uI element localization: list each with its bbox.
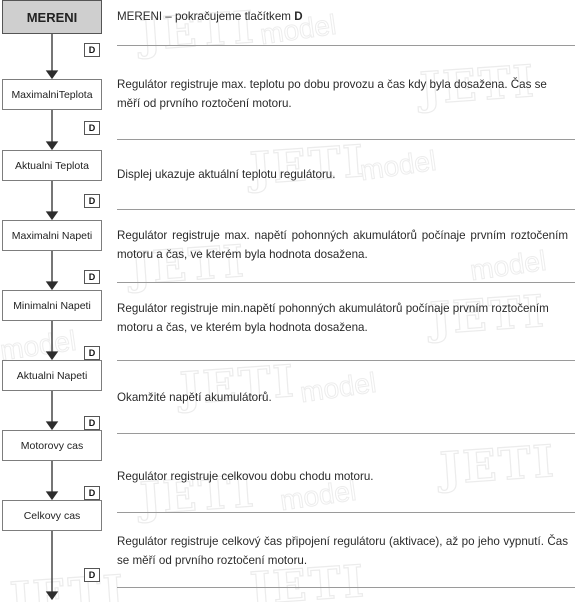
node-label: Minimalni Napeti [13, 299, 91, 312]
d-key-label: D [88, 196, 96, 206]
d-key-icon: D [84, 486, 100, 500]
flow-connector-lines [45, 34, 59, 601]
divider [117, 139, 575, 140]
divider [117, 433, 575, 434]
menu-node-min-napeti: Minimalni Napeti [2, 290, 102, 321]
d-key-label: D [88, 348, 96, 358]
step-description: Regulátor registruje max. teplotu po dob… [117, 75, 568, 113]
node-label: Celkovy cas [23, 509, 81, 522]
description-text: Okamžité napětí akumulátorů. [117, 391, 272, 404]
d-key-label: D [88, 45, 96, 55]
d-key-icon: D [84, 270, 100, 284]
description-text: Regulátor registruje max. napětí pohonný… [117, 229, 568, 261]
d-key-icon: D [84, 43, 100, 57]
d-key-label: D [88, 570, 96, 580]
d-key-label: D [88, 123, 96, 133]
description-text: Regulátor registruje celkovou dobu chodu… [117, 470, 374, 483]
node-label: MaximalniTeplota [11, 88, 93, 101]
description-text: Displej ukazuje aktuální teplotu regulát… [117, 168, 336, 181]
menu-node-celkovy-cas: Celkovy cas [2, 500, 102, 531]
step-description: Regulátor registruje max. napětí pohonný… [117, 226, 568, 264]
menu-node-max-teplota: MaximalniTeplota [2, 79, 102, 110]
menu-node-max-napeti: Maximalni Napeti [2, 220, 102, 251]
node-label: Aktualni Teplota [15, 159, 89, 172]
d-key-icon: D [84, 416, 100, 430]
node-label: Maximalni Napeti [11, 229, 93, 242]
menu-node-mereni: MERENI [2, 0, 102, 34]
step-description: Regulátor registruje celkový čas připoje… [117, 532, 568, 570]
description-text: Regulátor registruje min.napětí pohonnýc… [117, 302, 549, 334]
step-description: MERENI – pokračujeme tlačítkem D [117, 7, 568, 26]
divider [117, 360, 575, 361]
step-description: Regulátor registruje celkovou dobu chodu… [117, 467, 568, 486]
divider [117, 512, 575, 513]
divider [117, 587, 575, 588]
step-description: Displej ukazuje aktuální teplotu regulát… [117, 165, 568, 184]
node-label: Aktualni Napeti [16, 369, 88, 382]
d-key-icon: D [84, 346, 100, 360]
d-key-icon: D [84, 194, 100, 208]
description-text: Regulátor registruje max. teplotu po dob… [117, 78, 547, 110]
description-text: MERENI – pokračujeme tlačítkem [117, 10, 295, 23]
step-description: Regulátor registruje min.napětí pohonnýc… [117, 299, 568, 337]
description-key: D [294, 10, 303, 23]
d-key-label: D [88, 272, 96, 282]
node-label: MERENI [26, 9, 78, 25]
divider [117, 282, 575, 283]
menu-node-aktualni-napeti: Aktualni Napeti [2, 360, 102, 391]
d-key-icon: D [84, 121, 100, 135]
menu-node-motorovy-cas: Motorovy cas [2, 430, 102, 461]
description-text: Regulátor registruje celkový čas připoje… [117, 535, 568, 567]
step-description: Okamžité napětí akumulátorů. [117, 388, 568, 407]
d-key-label: D [88, 418, 96, 428]
watermark-logo: JETI [438, 435, 558, 495]
node-label: Motorovy cas [20, 439, 84, 452]
menu-node-aktualni-teplota: Aktualni Teplota [2, 150, 102, 181]
d-key-label: D [88, 488, 96, 498]
divider [117, 209, 575, 210]
d-key-icon: D [84, 568, 100, 582]
menu-flowchart: MERENI D MaximalniTeplota D Aktualni Tep… [0, 0, 110, 602]
divider [117, 45, 575, 46]
